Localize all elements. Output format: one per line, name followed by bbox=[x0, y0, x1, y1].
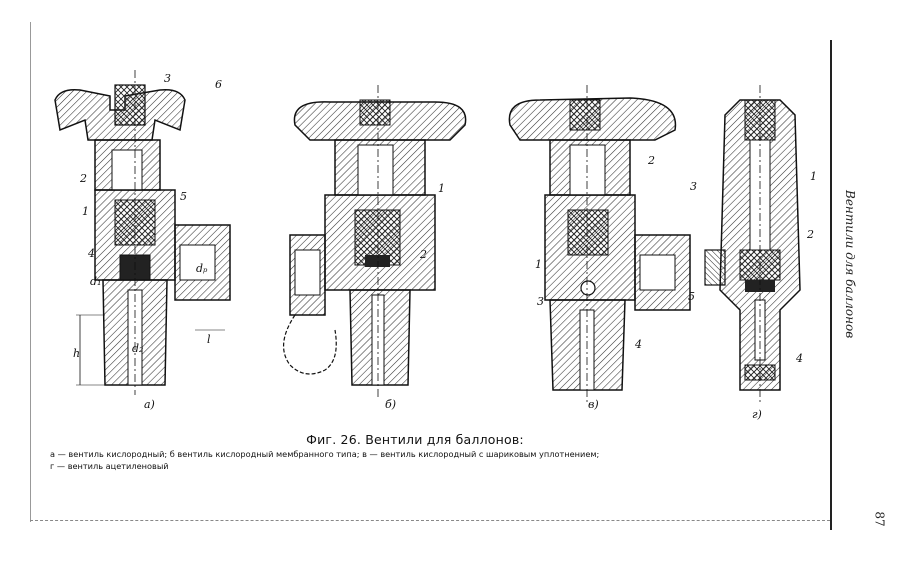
valve-v-drawing: 2 1 3 4 в) bbox=[508, 85, 691, 411]
sublabel-a: а) bbox=[144, 398, 155, 411]
figure-caption-title: Фиг. 26. Вентили для баллонов: bbox=[306, 432, 524, 447]
callout-v-1: 1 bbox=[535, 258, 542, 271]
figure-caption-body: а — вентиль кислородный; б вентиль кисло… bbox=[50, 448, 810, 472]
callout-g-5: 5 bbox=[688, 290, 695, 303]
callout-a-2: 2 bbox=[79, 172, 87, 185]
callout-a-5: 5 bbox=[180, 190, 187, 203]
callout-a-3: 3 bbox=[164, 72, 171, 85]
page-frame-left bbox=[30, 22, 31, 522]
callout-g-3: 3 bbox=[690, 180, 697, 193]
callout-g-2: 2 bbox=[806, 228, 814, 241]
running-title: Вентили для баллонов bbox=[843, 190, 857, 339]
page-frame-bottom bbox=[30, 520, 830, 521]
sublabel-b: б) bbox=[385, 398, 396, 411]
sublabel-g: г) bbox=[752, 408, 762, 421]
page-number: 87 bbox=[872, 511, 887, 527]
page-frame-right bbox=[830, 40, 832, 530]
callout-a-6: 6 bbox=[215, 78, 222, 91]
callout-a-h: h bbox=[73, 347, 80, 360]
caption-line-1: а — вентиль кислородный; б вентиль кисло… bbox=[50, 449, 600, 459]
callout-b-1: 1 bbox=[438, 182, 445, 195]
callout-a-dp: dₚ bbox=[196, 262, 208, 275]
callout-a-d2: d₂ bbox=[132, 342, 143, 355]
callout-v-4: 4 bbox=[634, 338, 642, 351]
callout-a-4: 4 bbox=[87, 247, 95, 260]
callout-v-3: 3 bbox=[537, 295, 544, 308]
valve-a-drawing: 3 6 2 1 5 4 d₁ d₂ dₚ l h а) bbox=[54, 70, 231, 411]
callout-v-2: 2 bbox=[647, 154, 655, 167]
callout-a-l: l bbox=[207, 333, 211, 346]
callout-g-1: 1 bbox=[810, 170, 817, 183]
valve-drawings: 3 6 2 1 5 4 d₁ d₂ dₚ l h а) bbox=[54, 70, 817, 421]
valve-b-drawing: 1 2 б) bbox=[283, 85, 467, 411]
callout-g-4: 4 bbox=[795, 352, 803, 365]
caption-line-2: г — вентиль ацетиленовый bbox=[50, 461, 169, 471]
callout-a-d1: d₁ bbox=[90, 275, 101, 288]
valve-g-drawing: 3 1 2 5 4 г) bbox=[688, 85, 817, 421]
callout-a-1: 1 bbox=[82, 205, 89, 218]
callout-b-2: 2 bbox=[419, 248, 427, 261]
sublabel-v: в) bbox=[588, 398, 599, 411]
